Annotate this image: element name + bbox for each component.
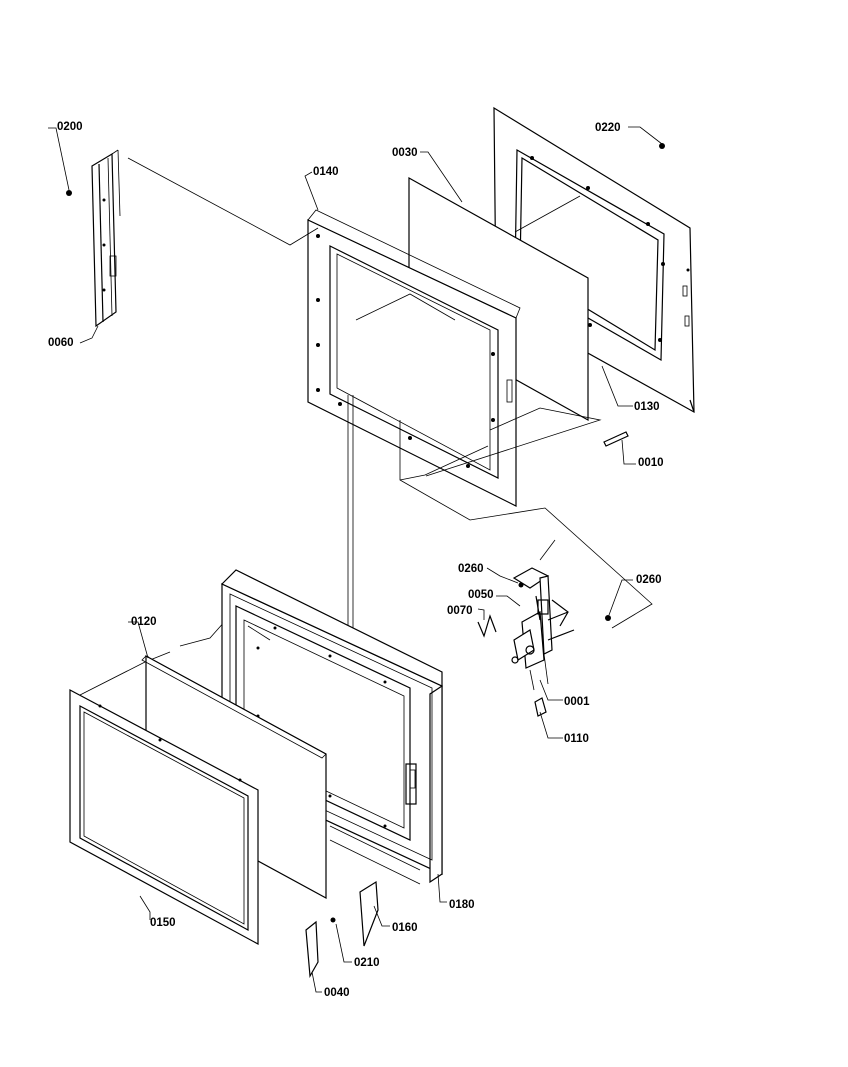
part-labels: 0200 0060 0140 0030 0220 0130 0010 0260 … [48, 121, 664, 999]
bottom-trim [359, 880, 379, 947]
label-0030: 0030 [392, 147, 418, 159]
latch-clip [534, 697, 547, 717]
label-0180: 0180 [449, 899, 475, 911]
screw-icon [659, 143, 665, 149]
inner-door-frame [307, 209, 521, 507]
label-0160: 0160 [392, 922, 418, 934]
label-0140: 0140 [313, 166, 339, 178]
label-0260: 0260 [458, 563, 484, 575]
label-0040: 0040 [324, 987, 350, 999]
label-0001: 0001 [564, 696, 590, 708]
label-0150: 0150 [150, 917, 176, 929]
spring [477, 614, 497, 638]
leader-lines [48, 126, 663, 993]
front-glass-frame [69, 689, 259, 946]
side-trim-strip [91, 149, 121, 328]
label-0060: 0060 [48, 337, 74, 349]
screw-icon [330, 917, 336, 923]
label-0260: 0260 [636, 574, 662, 586]
screw-icon [603, 431, 629, 447]
label-0130: 0130 [634, 401, 660, 413]
screw-icon [605, 615, 611, 621]
label-0010: 0010 [638, 457, 664, 469]
label-0200: 0200 [57, 121, 83, 133]
screw-icon [66, 190, 72, 196]
screw-icon [518, 582, 524, 588]
label-0110: 0110 [564, 733, 589, 745]
label-0210: 0210 [354, 957, 380, 969]
label-0070: 0070 [447, 605, 473, 617]
trim-strip [305, 920, 319, 978]
label-0220: 0220 [595, 122, 621, 134]
latch-assembly [511, 567, 575, 691]
label-0050: 0050 [468, 589, 494, 601]
label-0120: 0120 [131, 616, 157, 628]
